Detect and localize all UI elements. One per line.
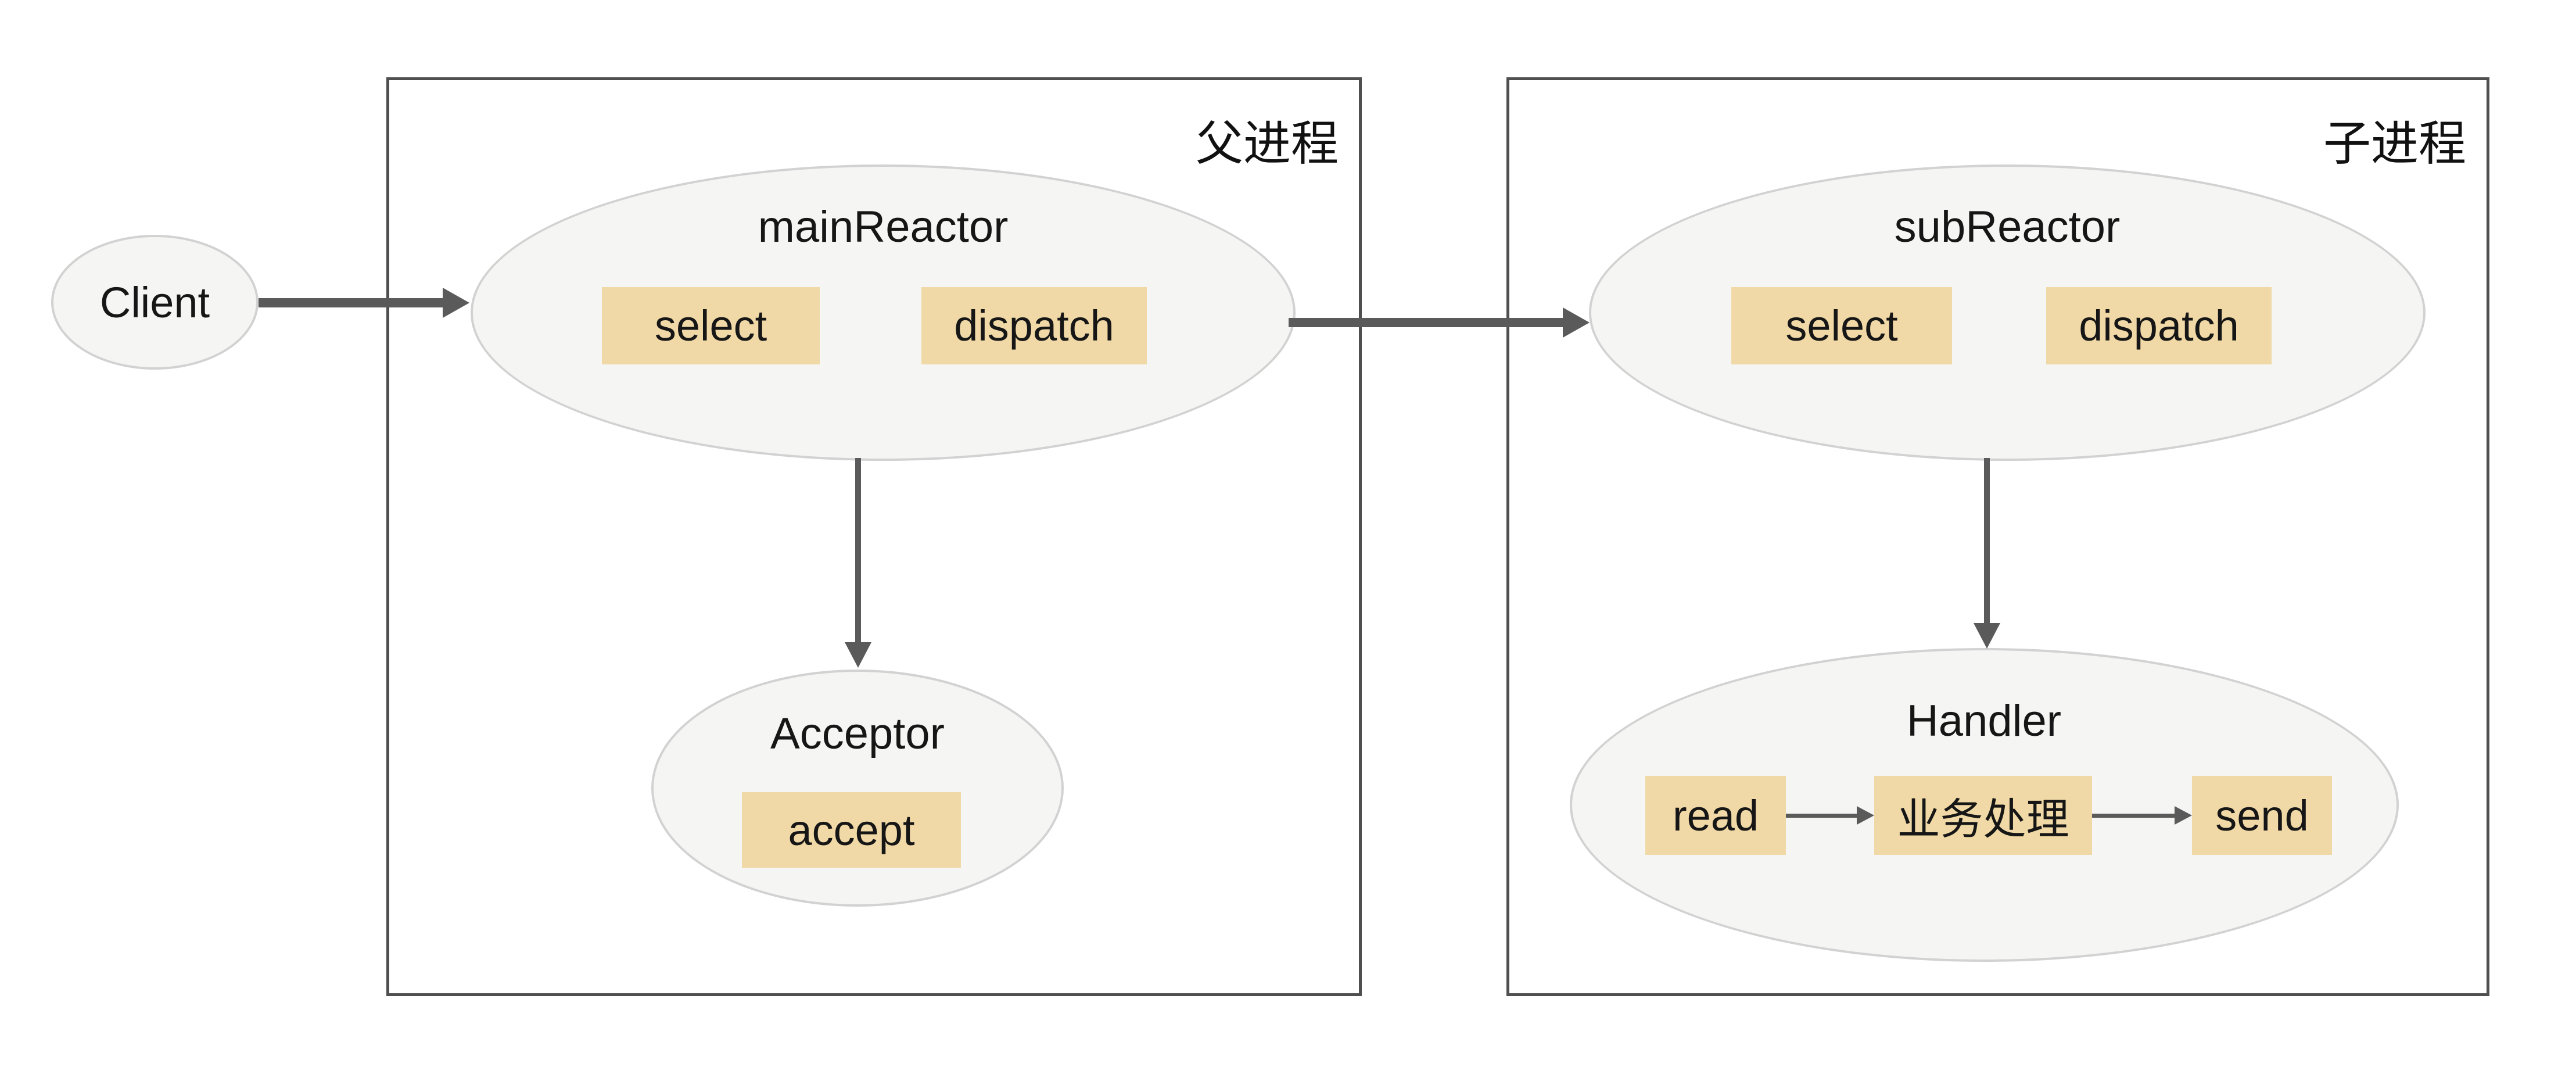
main-reactor-dispatch-box: dispatch [921, 287, 1147, 364]
main-reactor-label: mainReactor [758, 202, 1009, 252]
arrow-shaft [1289, 318, 1563, 327]
arrow-shaft [259, 298, 443, 307]
acceptor-accept-box: accept [742, 792, 961, 868]
parent-process-box [386, 77, 1362, 996]
child-process-title: 子进程 [2323, 117, 2466, 170]
sub-reactor-node [1589, 164, 2426, 461]
client-label: Client [99, 278, 210, 327]
client-node: Client [51, 235, 259, 370]
arrow-shaft [2092, 814, 2175, 818]
arrow-shaft [1786, 814, 1857, 818]
sub-reactor-select-box: select [1731, 287, 1952, 364]
main-reactor-select-box: select [602, 287, 820, 364]
arrow-head-icon [2175, 806, 2192, 825]
arrow-head-icon [1857, 806, 1874, 825]
arrow-head-icon [1563, 307, 1590, 338]
sub-reactor-dispatch-box: dispatch [2046, 287, 2272, 364]
arrow-head-icon [1974, 623, 2000, 649]
handler-label: Handler [1906, 696, 2062, 746]
parent-process-title: 父进程 [1195, 117, 1339, 170]
handler-send-box: send [2192, 776, 2332, 855]
arrow-head-icon [845, 642, 871, 668]
arrow-shaft [855, 458, 861, 642]
arrow-shaft [1984, 458, 1990, 623]
handler-read-box: read [1645, 776, 1786, 855]
acceptor-label: Acceptor [770, 708, 945, 758]
child-process-box [1506, 77, 2489, 996]
arrow-head-icon [443, 288, 469, 318]
sub-reactor-label: subReactor [1894, 202, 2121, 252]
handler-business-box: 业务处理 [1874, 776, 2092, 855]
acceptor-node [651, 670, 1064, 907]
